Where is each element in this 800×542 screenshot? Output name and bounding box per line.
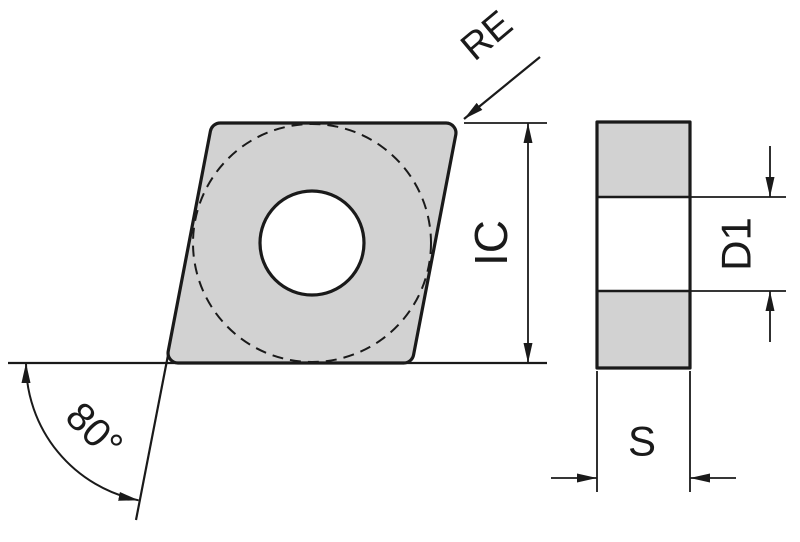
angle-label: 80° (57, 394, 131, 468)
inscribed-circle (192, 123, 432, 363)
s-label: S (628, 418, 656, 465)
angle-leg-line (134, 349, 171, 521)
front-view: 80° RE IC (8, 3, 547, 521)
hole-side-band (598, 197, 689, 291)
re-leader-arrow (463, 56, 541, 120)
side-view: D1 S (551, 120, 786, 492)
d1-label: D1 (713, 217, 760, 271)
corner-radius-label: RE (453, 3, 520, 69)
mounting-hole (258, 189, 366, 297)
angle-dimension-arc (21, 362, 139, 502)
ic-label: IC (465, 220, 517, 266)
